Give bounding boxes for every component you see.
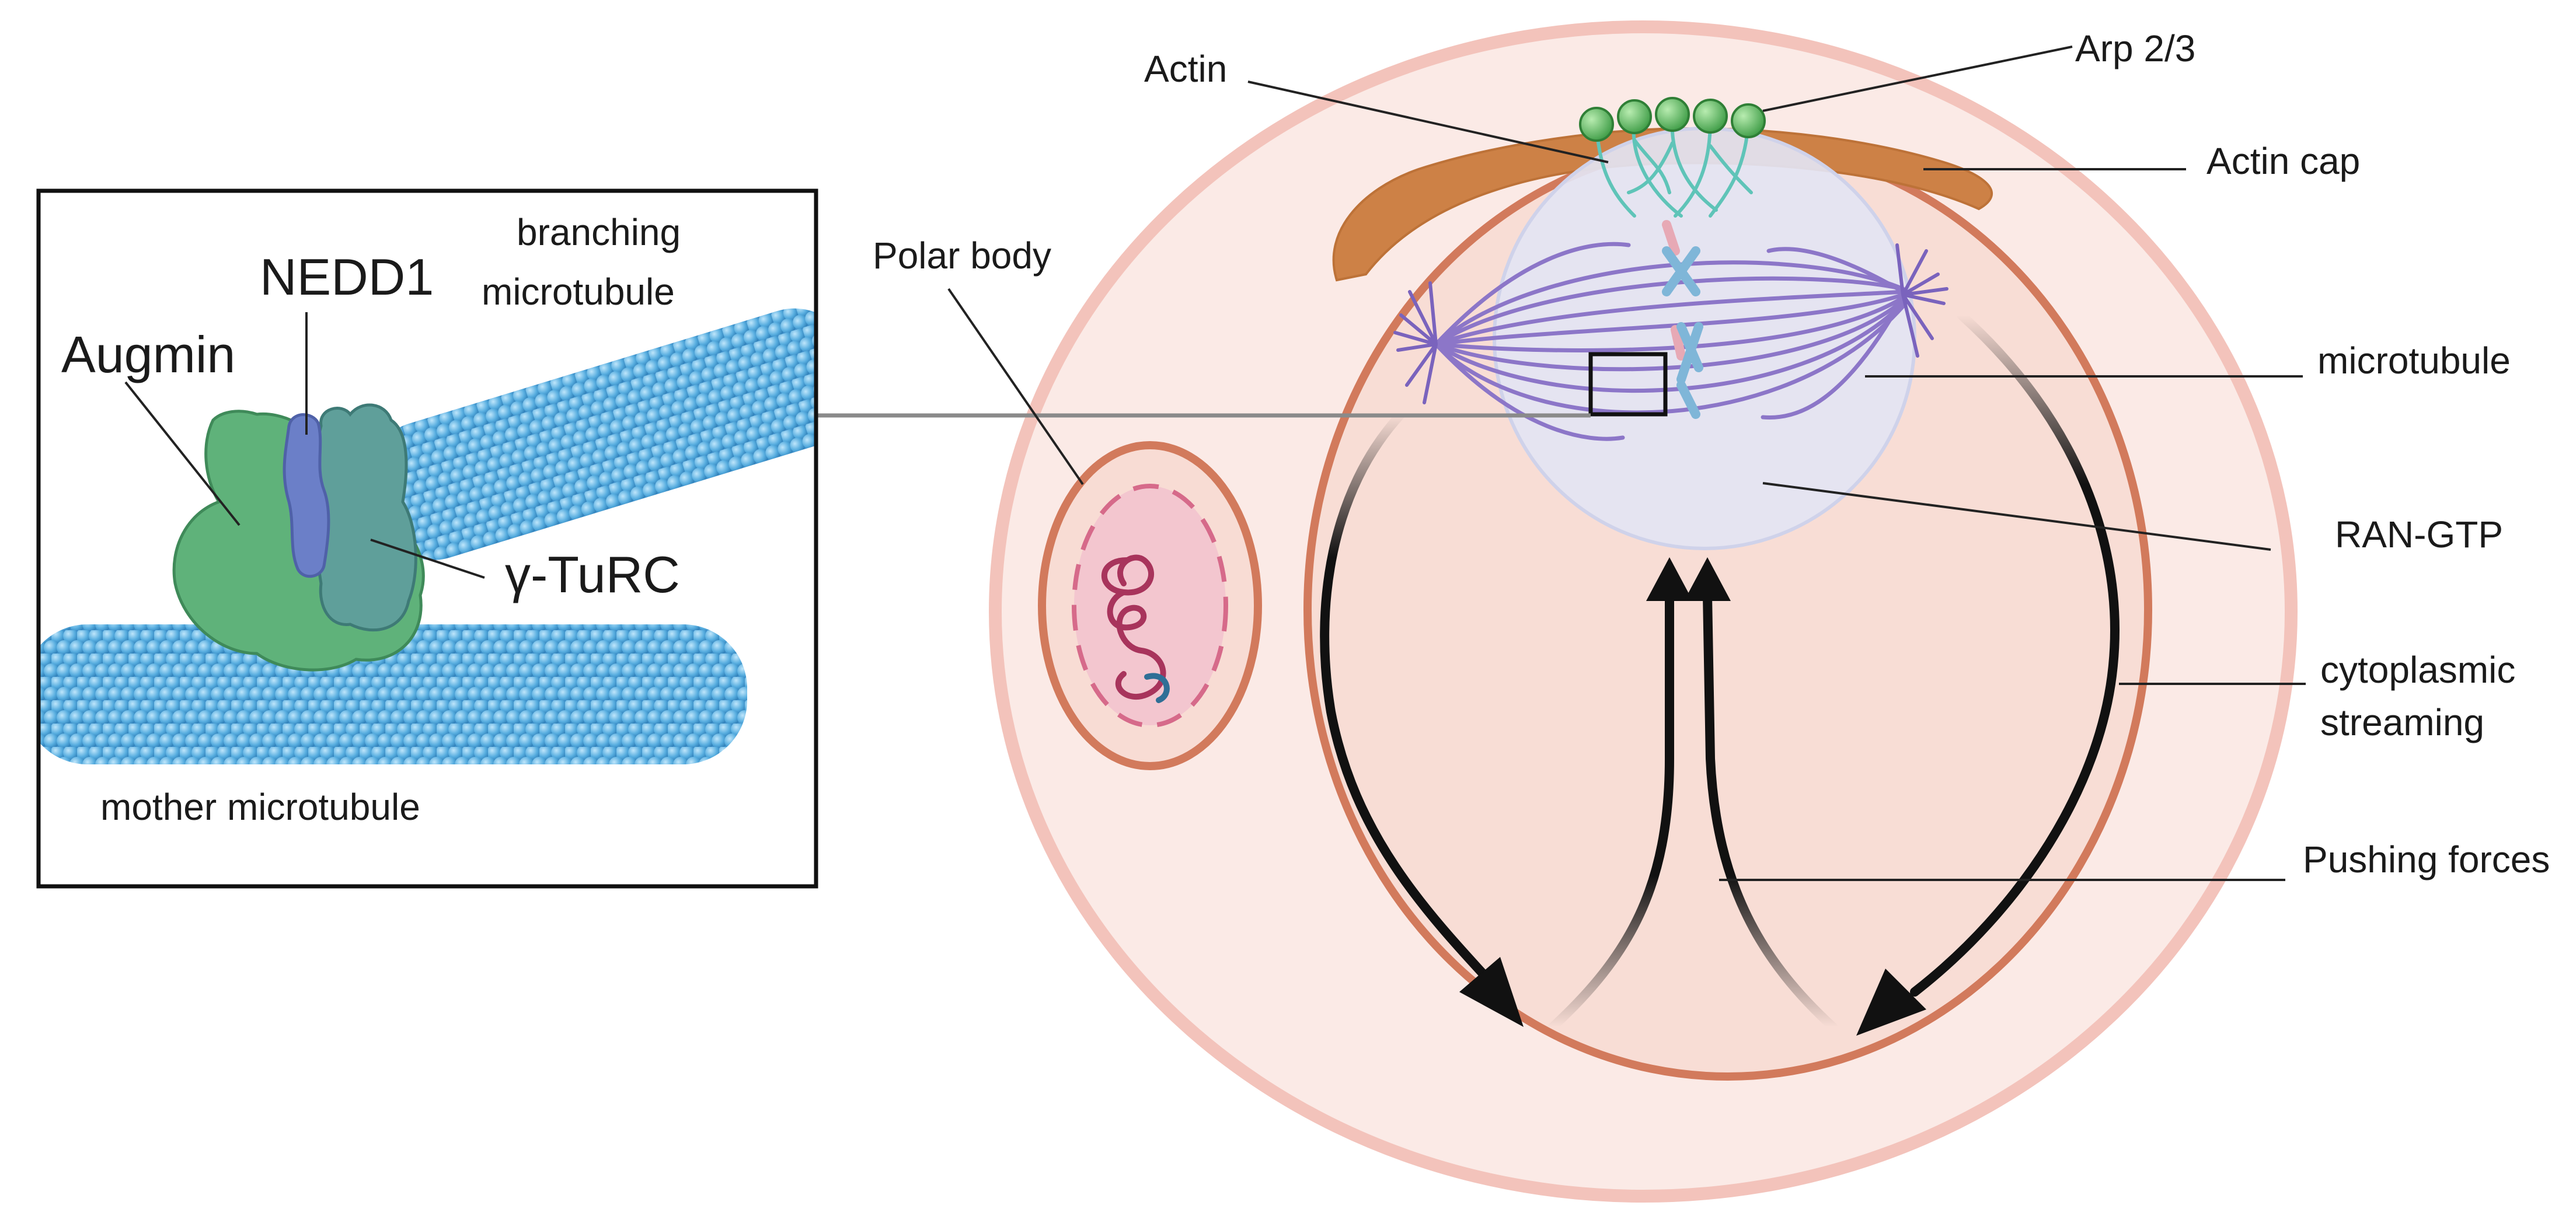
pushing-arrowhead-left [1646, 557, 1693, 601]
spindle-pole-left [1393, 281, 1438, 404]
branching-microtubule-label-line1: branching [517, 211, 681, 253]
oocyte-annotations: Actin Arp 2/3 Actin cap Polar body micro… [873, 27, 2550, 881]
zoom-box [1588, 352, 1668, 417]
arrowhead-right [1856, 969, 1926, 1036]
polar-body-nucleus [1072, 484, 1228, 728]
cytoplasmic-streaming-label-line1: cytoplasmic [2320, 649, 2515, 691]
arp-label: Arp 2/3 [2075, 27, 2195, 69]
polar-body-label: Polar body [873, 235, 1051, 277]
ran-gtp-zone [1493, 127, 1916, 550]
pushing-arrowhead-right [1684, 557, 1731, 601]
pushing-forces-label: Pushing forces [2303, 838, 2550, 880]
nedd1-protein [283, 413, 330, 578]
arp-sphere [1693, 99, 1728, 134]
ran-gtp-leader [1762, 482, 2271, 551]
actin-cap-label: Actin cap [2206, 140, 2360, 182]
spindle-pole-right [1895, 243, 1948, 358]
spindle-fibers [1434, 242, 1905, 441]
arp-sphere [1731, 103, 1766, 138]
inset-border [36, 188, 818, 889]
oocyte [989, 20, 2298, 1203]
branching-microtubule-label-line2: microtubule [482, 271, 675, 313]
augmin-leader [124, 381, 240, 526]
inset-panel: NEDD1 Augmin branching microtubule γ-TuR… [36, 188, 818, 889]
gamma-turc-complex [315, 403, 417, 632]
pushing-arrow-right [1703, 590, 1838, 1032]
gamma-turc-label: γ-TuRC [505, 546, 680, 603]
mother-microtubule [39, 624, 747, 764]
augmin-label: Augmin [61, 326, 235, 383]
polar-body [1038, 441, 1262, 770]
mother-microtubule-label: mother microtubule [100, 786, 420, 828]
pushing-arrow-left [1548, 590, 1674, 1032]
arp-sphere [1579, 107, 1614, 142]
actin-label: Actin [1144, 48, 1227, 90]
arp-sphere [1617, 99, 1652, 134]
chromosomes [1662, 220, 1703, 419]
arp23-complexes [1579, 97, 1766, 142]
ran-gtp-label: RAN-GTP [2335, 513, 2503, 555]
arp-leader [1762, 46, 2073, 112]
streaming-arrow-left [1320, 410, 1499, 991]
branching-microtubule [367, 308, 816, 560]
cytoplasmic-streaming-label-line2: streaming [2320, 701, 2484, 743]
actin-leader [1247, 81, 1609, 163]
microtubule-label: microtubule [2317, 340, 2511, 382]
cytoplasmic-streaming-arrows [1320, 310, 2120, 1036]
polar-body-chromosome [1101, 554, 1166, 700]
gamma-turc-leader [370, 539, 485, 579]
arrowhead-left [1459, 957, 1524, 1027]
polar-body-leader [947, 288, 1084, 485]
nedd1-label: NEDD1 [260, 248, 434, 306]
streaming-arrow-right [1910, 310, 2120, 997]
arp-sphere [1655, 97, 1690, 132]
